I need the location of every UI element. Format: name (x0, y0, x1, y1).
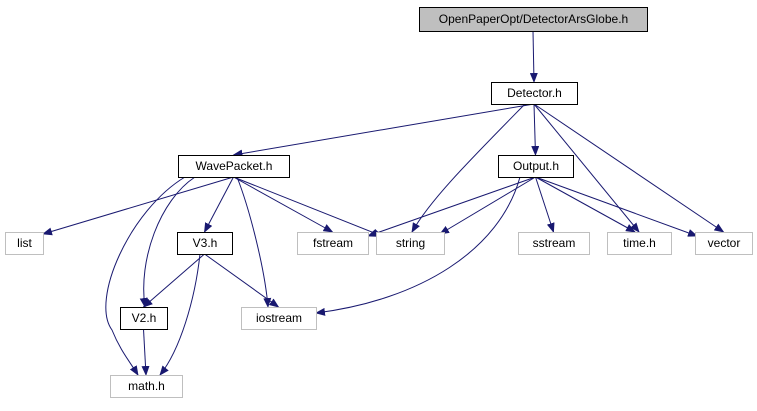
edge-detector-to-string (411, 103, 526, 233)
edge-output-to-vector (535, 176, 698, 237)
edge-v3-to-iostream (204, 253, 280, 308)
node-list-label: list (17, 236, 32, 250)
node-math: math.h (110, 375, 183, 398)
node-time: time.h (607, 232, 672, 255)
node-math-label: math.h (128, 379, 165, 393)
nodes-layer: OpenPaperOpt/DetectorArsGlobe.h Detector… (5, 7, 753, 398)
edge-detector-to-time (533, 103, 640, 233)
node-string-label: string (396, 236, 425, 250)
edge-wavepacket-to-fstream (233, 176, 334, 233)
node-v2-label: V2.h (132, 311, 157, 325)
node-vector: vector (695, 232, 753, 255)
edge-detector-to-vector (533, 103, 725, 233)
edge-wavepacket-to-math (105, 176, 186, 376)
node-time-label: time.h (623, 236, 656, 250)
node-fstream: fstream (297, 232, 369, 255)
edge-v3-to-v2 (142, 253, 205, 308)
node-sstream-label: sstream (533, 236, 576, 250)
node-iostream: iostream (241, 307, 317, 330)
node-sstream: sstream (518, 232, 590, 255)
edge-wavepacket-to-list (42, 176, 234, 236)
node-iostream-label: iostream (256, 311, 302, 325)
node-v3-label: V3.h (193, 236, 218, 250)
edge-wavepacket-to-string (233, 176, 383, 237)
edge-detector-to-output (531, 103, 540, 156)
node-output-label: Output.h (513, 159, 559, 173)
edge-output-to-time (535, 176, 636, 233)
edges-layer (42, 30, 725, 376)
edge-output-to-iostream (315, 176, 521, 316)
edge-output-to-string (439, 176, 536, 235)
node-detector-label: Detector.h (507, 86, 562, 100)
edge-output-to-fstream (367, 176, 536, 237)
edge-detector-to-wavepacket (232, 103, 535, 158)
node-wavepacket-label: WavePacket.h (196, 159, 273, 173)
node-fstream-label: fstream (313, 236, 353, 250)
node-output[interactable]: Output.h (498, 155, 574, 178)
edge-wavepacket-to-iostream (236, 176, 272, 308)
node-string: string (376, 232, 445, 255)
node-v2[interactable]: V2.h (120, 307, 168, 330)
edge-v3-to-math (159, 253, 201, 376)
node-v3[interactable]: V3.h (177, 232, 233, 255)
edge-wavepacket-to-v3 (204, 176, 234, 233)
node-root-label: OpenPaperOpt/DetectorArsGlobe.h (439, 12, 628, 26)
node-list: list (5, 232, 44, 255)
edge-output-to-sstream (535, 176, 555, 233)
node-root[interactable]: OpenPaperOpt/DetectorArsGlobe.h (419, 7, 648, 32)
node-wavepacket[interactable]: WavePacket.h (178, 155, 290, 178)
edge-root-to-detector (529, 30, 538, 83)
edge-v2-to-math (141, 328, 150, 376)
edge-wavepacket-to-v2 (139, 176, 196, 308)
node-detector[interactable]: Detector.h (491, 82, 578, 105)
node-vector-label: vector (708, 236, 741, 250)
